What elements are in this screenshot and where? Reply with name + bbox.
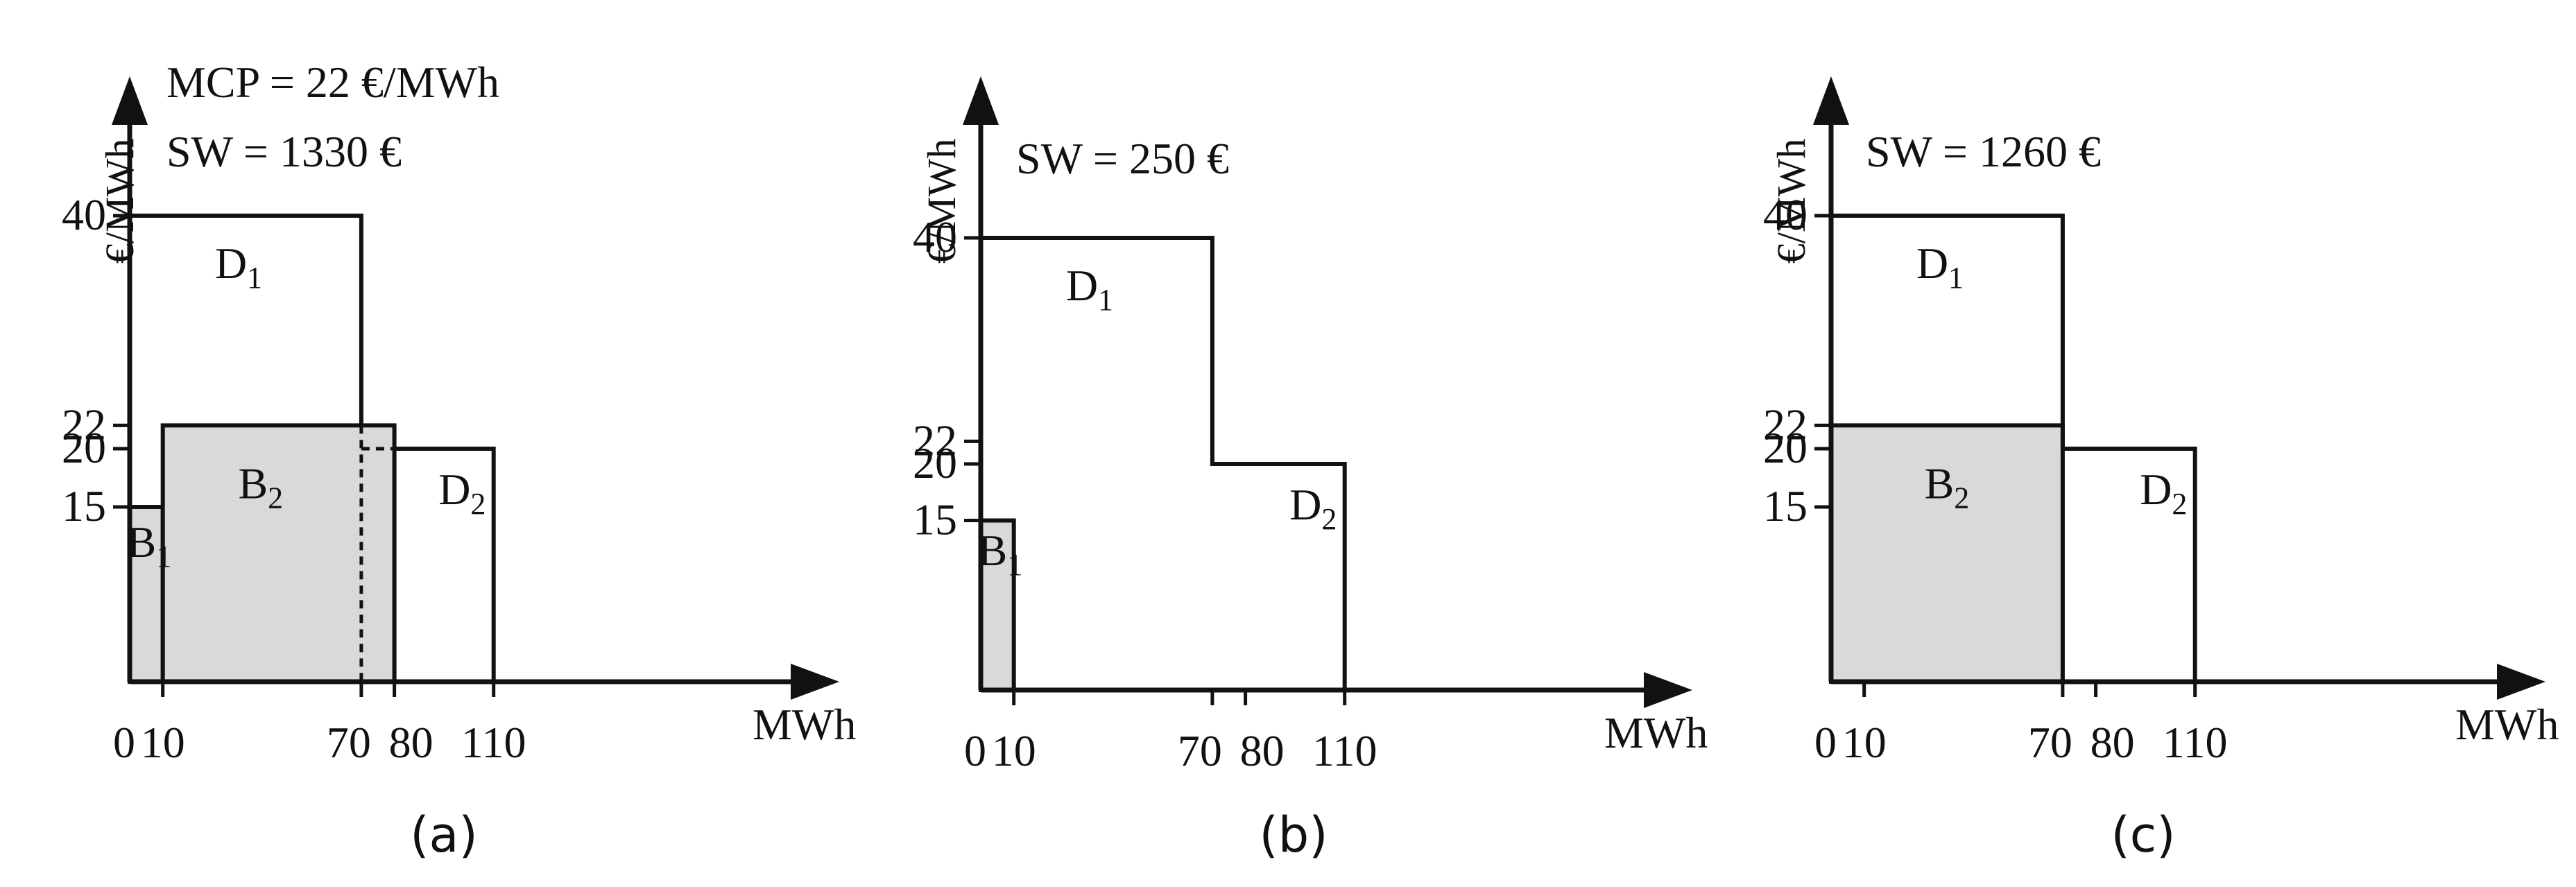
x-tick-label: 10	[992, 726, 1036, 775]
x-tick-label: 110	[2163, 718, 2228, 767]
x-tick-label: 80	[2090, 718, 2135, 767]
x-tick-label: 70	[327, 718, 371, 767]
annotation-text: SW = 1330 €	[166, 127, 402, 176]
demand-label-d1: D1	[215, 239, 262, 295]
supply-label-b1: B1	[127, 517, 172, 574]
x-tick-label: 110	[461, 718, 526, 767]
y-tick-label: 22	[62, 399, 106, 449]
x-axis-label: MWh	[753, 700, 856, 749]
arrow-head-icon	[112, 76, 148, 125]
x-tick-label: 0	[1814, 718, 1837, 767]
x-tick-label: 10	[1842, 718, 1887, 767]
panel-caption: (b)	[1259, 807, 1328, 863]
y-tick-label: 20	[913, 438, 957, 488]
demand-label-d2: D2	[438, 465, 486, 521]
y-tick-label: 15	[1763, 481, 1808, 531]
supply-label-b2: B2	[238, 458, 283, 515]
demand-label-d2: D2	[1289, 480, 1337, 536]
y-axis-label: €/MWh	[97, 139, 142, 264]
supply-label-b1: B1	[978, 526, 1023, 582]
demand-label-d2: D2	[2140, 465, 2187, 521]
x-tick-label: 80	[389, 718, 433, 767]
x-tick-label: 10	[141, 718, 185, 767]
annotation-text: MCP = 22 €/MWh	[166, 58, 499, 107]
arrow-head-icon	[1644, 672, 1692, 708]
demand-curve-d2	[394, 447, 496, 682]
y-tick-label: 22	[913, 415, 957, 465]
y-axis-label: €/MWh	[1769, 139, 1814, 264]
annotation-text: SW = 1260 €	[1866, 127, 2101, 176]
supply-block-b2	[160, 423, 397, 684]
panel-caption: (a)	[410, 807, 478, 863]
y-tick-label: 40	[913, 212, 957, 261]
arrow-head-icon	[791, 664, 839, 700]
supply-label-b2: B2	[1925, 458, 1970, 515]
demand-curve	[981, 236, 1347, 690]
x-tick-label: 0	[964, 726, 986, 775]
y-tick-label: 40	[1763, 190, 1808, 239]
y-tick-label: 15	[913, 495, 957, 544]
x-tick-label: 70	[1178, 726, 1222, 775]
y-tick-label: 15	[62, 481, 106, 531]
x-tick-label: 110	[1312, 726, 1377, 775]
x-tick-label: 70	[2028, 718, 2072, 767]
y-tick-label: 20	[62, 423, 106, 472]
demand-label-d1: D1	[1916, 239, 1964, 295]
annotation-text: SW = 250 €	[1016, 134, 1229, 183]
y-tick-label: 20	[1763, 423, 1808, 472]
x-axis-label: MWh	[1604, 708, 1708, 757]
x-axis-label: MWh	[2455, 700, 2559, 749]
panel-caption: (c)	[2111, 807, 2175, 863]
y-axis-label: €/MWh	[919, 139, 964, 264]
arrow-head-icon	[2497, 664, 2545, 700]
supply-block-b2	[1829, 423, 2065, 684]
demand-label-d1: D1	[1066, 261, 1113, 317]
y-tick-label: 40	[62, 190, 106, 239]
demand-curve-d1	[130, 214, 363, 426]
arrow-head-icon	[963, 76, 999, 125]
demand-curve	[1831, 214, 2197, 682]
x-tick-label: 80	[1240, 726, 1285, 775]
y-tick-label: 22	[1763, 399, 1808, 449]
x-tick-label: 0	[113, 718, 135, 767]
arrow-head-icon	[1813, 76, 1849, 125]
